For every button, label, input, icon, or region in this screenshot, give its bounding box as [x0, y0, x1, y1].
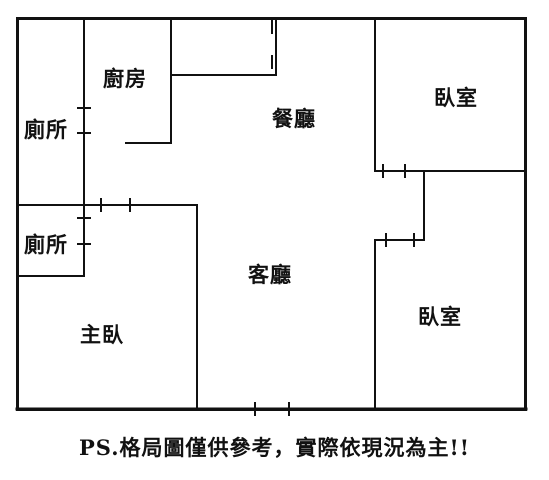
disclaimer-note: PS.格局圖僅供參考，實際依現況為主!! — [79, 435, 470, 460]
toilet-upper-label: 廁所 — [24, 118, 68, 142]
toilet-lower-label: 廁所 — [24, 233, 68, 257]
door-ticks — [77, 20, 415, 416]
floor-plan-drawing — [15, 17, 528, 416]
dining-label: 餐廳 — [272, 107, 316, 131]
bedroom-ne-walls — [374, 18, 526, 172]
master-bedroom-label: 主臥 — [80, 323, 124, 347]
outer-wall — [16, 17, 527, 411]
kitchen-label: 廚房 — [103, 67, 147, 91]
master-bedroom-walls — [16, 204, 198, 409]
bedroom-ne-label: 臥室 — [434, 86, 478, 110]
bedroom-se-walls — [374, 170, 425, 410]
living-label: 客廳 — [248, 263, 292, 287]
bedroom-se-label: 臥室 — [418, 305, 462, 329]
kitchen-walls — [125, 18, 172, 144]
kitchen-counter — [170, 18, 277, 76]
